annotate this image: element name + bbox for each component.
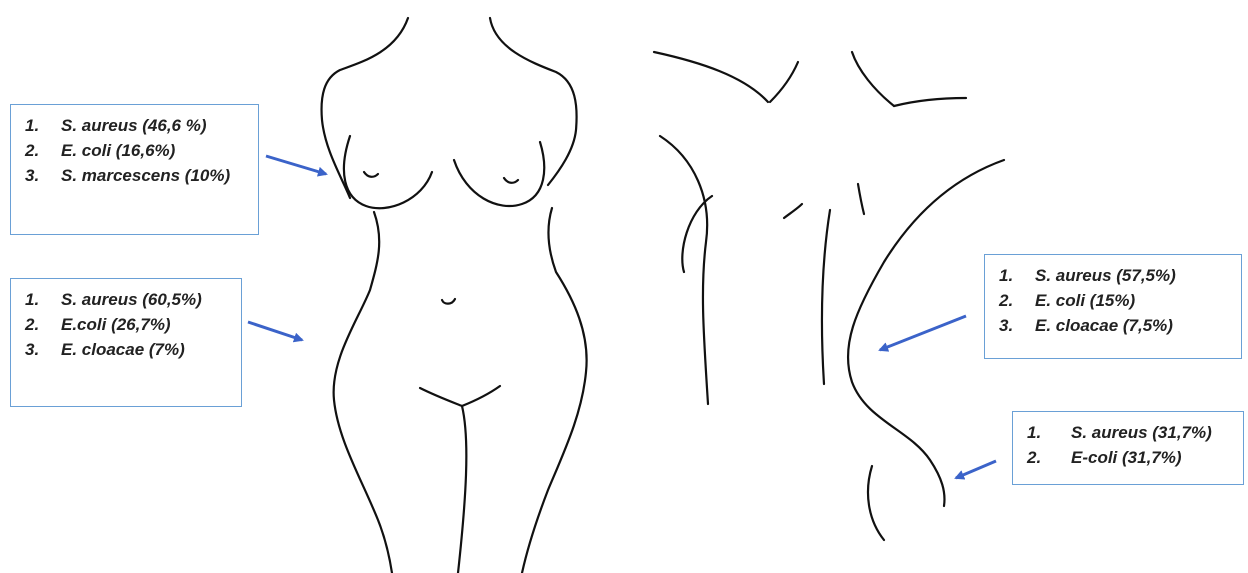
side-back-line [894, 98, 966, 106]
organism-item: 3.E. cloacae (7,5%) [999, 313, 1231, 338]
arrow-buttock [956, 461, 996, 478]
side-arm-inner-line [822, 210, 830, 384]
item-text: E-coli (31,7%) [1071, 445, 1233, 470]
front-right-shoulder-line [490, 18, 577, 185]
callout-breast: 1.S. aureus (46,6 %) 2.E. coli (16,6%) 3… [10, 104, 259, 235]
side-arm-crease [784, 204, 802, 218]
organism-item: 1.S. aureus (57,5%) [999, 263, 1231, 288]
item-text: E.coli (26,7%) [61, 312, 231, 337]
item-number: 3. [25, 163, 61, 188]
organism-list: 1.S. aureus (31,7%) 2.E-coli (31,7%) [1027, 420, 1233, 470]
organism-list: 1.S. aureus (60,5%) 2.E.coli (26,7%) 3.E… [25, 287, 231, 362]
organism-item: 2.E-coli (31,7%) [1027, 445, 1233, 470]
item-number: 1. [999, 263, 1035, 288]
front-inner-leg-line [458, 406, 466, 573]
organism-item: 1.S. aureus (46,6 %) [25, 113, 248, 138]
organism-list: 1.S. aureus (46,6 %) 2.E. coli (16,6%) 3… [25, 113, 248, 188]
front-right-torso-line [522, 208, 587, 573]
item-text: S. aureus (60,5%) [61, 287, 231, 312]
front-right-groin-line [462, 386, 500, 406]
item-text: S. aureus (57,5%) [1035, 263, 1231, 288]
item-text: E. cloacae (7,5%) [1035, 313, 1231, 338]
front-left-nipple [364, 172, 378, 177]
side-upper-back-line [852, 52, 894, 106]
side-shoulder-line [770, 62, 798, 102]
item-number: 1. [25, 113, 61, 138]
callout-buttock: 1.S. aureus (31,7%) 2.E-coli (31,7%) [1012, 411, 1244, 485]
organism-item: 1.S. aureus (31,7%) [1027, 420, 1233, 445]
item-text: S. aureus (46,6 %) [61, 113, 248, 138]
item-text: E. coli (15%) [1035, 288, 1231, 313]
item-text: S. marcescens (10%) [61, 163, 248, 188]
organism-item: 3.E. cloacae (7%) [25, 337, 231, 362]
side-waist-mark [858, 184, 864, 214]
front-left-groin-line [420, 388, 462, 406]
item-text: E. coli (16,6%) [61, 138, 248, 163]
item-text: S. aureus (31,7%) [1071, 420, 1233, 445]
organism-item: 1.S. aureus (60,5%) [25, 287, 231, 312]
organism-item: 2.E. coli (15%) [999, 288, 1231, 313]
item-number: 2. [1027, 445, 1071, 470]
callout-hip: 1.S. aureus (57,5%) 2.E. coli (15%) 3.E.… [984, 254, 1242, 359]
item-number: 1. [25, 287, 61, 312]
item-number: 2. [25, 312, 61, 337]
front-right-nipple [504, 178, 518, 183]
side-thigh-line [868, 466, 884, 540]
organism-item: 3.S. marcescens (10%) [25, 163, 248, 188]
item-text: E. cloacae (7%) [61, 337, 231, 362]
front-left-shoulder-line [322, 18, 408, 198]
arrow-breast [266, 156, 326, 174]
item-number: 2. [25, 138, 61, 163]
item-number: 3. [999, 313, 1035, 338]
organism-item: 2.E. coli (16,6%) [25, 138, 248, 163]
front-right-breast-line [454, 142, 544, 206]
front-left-breast-line [344, 136, 432, 208]
side-neck-line [654, 52, 768, 102]
front-left-torso-line [334, 212, 392, 573]
arrow-abdomen [248, 322, 302, 340]
front-navel [442, 299, 455, 304]
arrow-hip [880, 316, 966, 350]
organism-item: 2.E.coli (26,7%) [25, 312, 231, 337]
item-number: 2. [999, 288, 1035, 313]
item-number: 3. [25, 337, 61, 362]
item-number: 1. [1027, 420, 1071, 445]
organism-list: 1.S. aureus (57,5%) 2.E. coli (15%) 3.E.… [999, 263, 1231, 338]
callout-abdomen: 1.S. aureus (60,5%) 2.E.coli (26,7%) 3.E… [10, 278, 242, 407]
